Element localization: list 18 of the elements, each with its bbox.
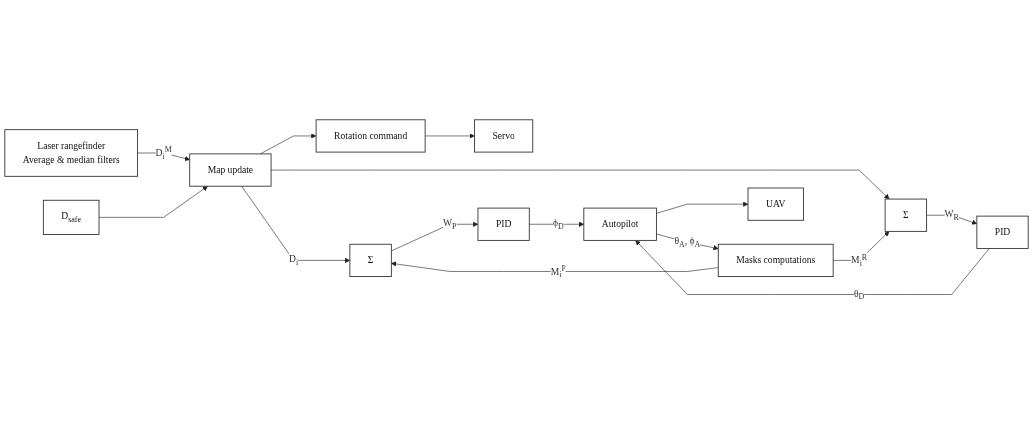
node-box: Autopilot (583, 207, 657, 242)
node-box: D$_{safe}$ (42, 200, 100, 236)
node-box: Laser rangefinder Average & median filters (4, 129, 138, 178)
node-box: Masks computations (717, 244, 834, 278)
edge-label: ϕ$_{D}$ (552, 218, 564, 231)
node-box: UAV (747, 187, 804, 222)
edge-label: θ$_{D}$ (853, 288, 865, 302)
edge-label: θ$_{A}$, ϕ$_{A}$ (674, 236, 701, 249)
edge-label: D$_{i}$ (289, 254, 299, 268)
edge-label: W$_{P}$ (443, 218, 457, 231)
edge-label: W$_{R}$ (944, 209, 959, 222)
node-box: PID (976, 215, 1029, 250)
node-box: Map update (189, 153, 272, 187)
node-box: Rotation command (315, 119, 426, 153)
node-box: Servo (474, 119, 534, 153)
node-box: PID (477, 207, 530, 242)
node-box: Σ (349, 244, 392, 278)
node-box: Σ (884, 198, 928, 233)
